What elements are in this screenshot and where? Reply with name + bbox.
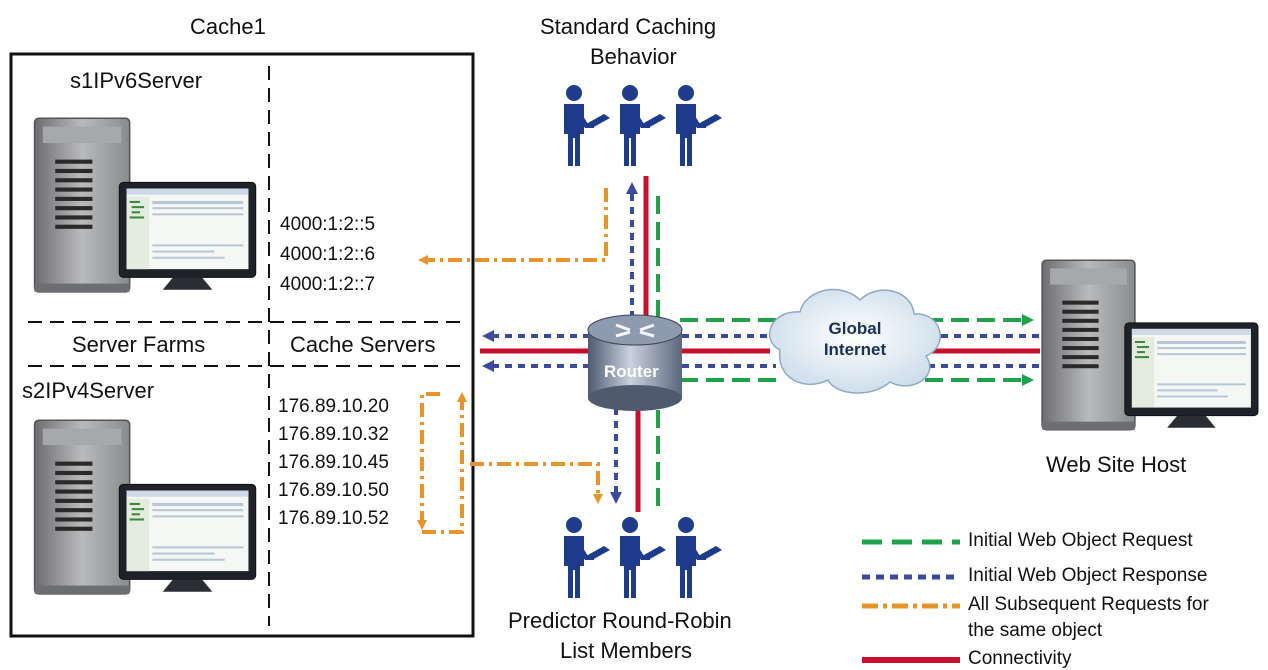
predictor-group-subtitle: List Members	[560, 638, 693, 663]
predictor-people	[564, 517, 722, 598]
cloud-label-line1: Global	[828, 319, 882, 338]
s1-server-icon	[33, 117, 257, 293]
response-lines	[482, 182, 1040, 504]
cache1-title: Cache1	[190, 14, 266, 39]
s2-server-icon	[33, 419, 257, 595]
ipv6-address: 4000:1:2::7	[280, 274, 376, 295]
standard-people	[564, 85, 722, 166]
web-host-server-icon	[1041, 259, 1259, 431]
legend-subsequent-label: All Subsequent Requests for	[968, 594, 1209, 615]
cache-servers-label: Cache Servers	[290, 332, 436, 357]
cloud-label-line2: Internet	[823, 340, 887, 359]
standard-group-title: Standard Caching	[540, 14, 717, 39]
request-lines	[656, 196, 1034, 512]
ipv6-address: 4000:1:2::5	[280, 214, 376, 235]
ipv6-address: 4000:1:2::6	[280, 244, 376, 265]
predictor-group-title: Predictor Round-Robin	[508, 608, 732, 633]
ipv4-address: 176.89.10.50	[278, 480, 389, 501]
router-label: Router	[604, 362, 659, 381]
ipv4-address: 176.89.10.20	[278, 396, 389, 417]
legend-request-label: Initial Web Object Request	[968, 530, 1193, 551]
ipv4-address: 176.89.10.45	[278, 452, 389, 473]
standard-group-subtitle: Behavior	[590, 44, 677, 69]
cloud-label: Global Internet	[800, 318, 910, 360]
s1-server-name: s1IPv6Server	[70, 68, 203, 93]
legend-response-label: Initial Web Object Response	[968, 565, 1208, 586]
ipv4-address: 176.89.10.52	[278, 508, 389, 529]
router-icon	[587, 314, 683, 411]
connectivity-lines	[480, 176, 1040, 512]
subsequent-lines	[417, 188, 608, 534]
legend-connectivity-label: Connectivity	[968, 648, 1072, 669]
cloud-icon	[769, 288, 941, 394]
ipv4-address: 176.89.10.32	[278, 424, 389, 445]
s2-server-name: s2IPv4Server	[22, 378, 155, 403]
cache1-box	[9, 52, 475, 638]
web-host-label: Web Site Host	[1046, 452, 1187, 477]
server-farms-label: Server Farms	[72, 332, 206, 357]
legend-subsequent-label-2: the same object	[968, 620, 1103, 641]
